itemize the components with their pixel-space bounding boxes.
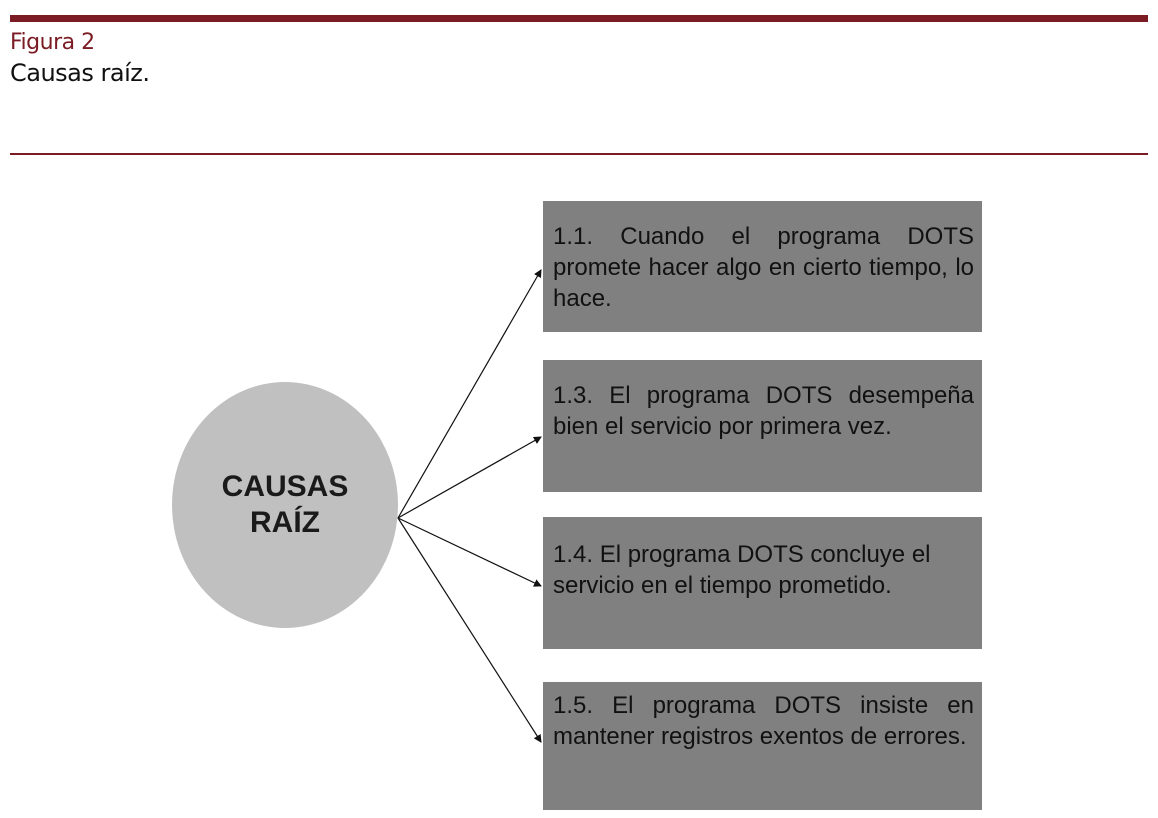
root-causes-label: CAUSAS RAÍZ bbox=[221, 470, 349, 539]
connector-arrow-1-4 bbox=[397, 517, 542, 587]
section-divider bbox=[10, 153, 1148, 155]
cause-box-1-5: 1.5. El programa DOTS insiste en mantene… bbox=[543, 682, 982, 810]
figure-label: Figura 2 bbox=[10, 30, 95, 55]
cause-box-1-3: 1.3. El programa DOTS desempeña bien el … bbox=[543, 360, 982, 492]
cause-text-1-4: 1.4. El programa DOTS concluye el servic… bbox=[553, 541, 931, 599]
cause-text-1-3: 1.3. El programa DOTS desempeña bien el … bbox=[553, 382, 974, 440]
cause-text-1-1: 1.1. Cuando el programa DOTS promete hac… bbox=[553, 223, 974, 312]
root-causes-node: CAUSAS RAÍZ bbox=[172, 382, 398, 628]
connector-arrow-1-5 bbox=[397, 517, 542, 743]
cause-text-1-5: 1.5. El programa DOTS insiste en mantene… bbox=[553, 692, 974, 750]
cause-box-1-1: 1.1. Cuando el programa DOTS promete hac… bbox=[543, 201, 982, 332]
header-rule bbox=[10, 15, 1148, 22]
cause-box-1-4: 1.4. El programa DOTS concluye el servic… bbox=[543, 517, 982, 649]
figure-caption: Causas raíz. bbox=[10, 59, 150, 87]
connector-arrow-1-1 bbox=[397, 269, 542, 519]
connector-arrow-1-3 bbox=[397, 436, 542, 519]
